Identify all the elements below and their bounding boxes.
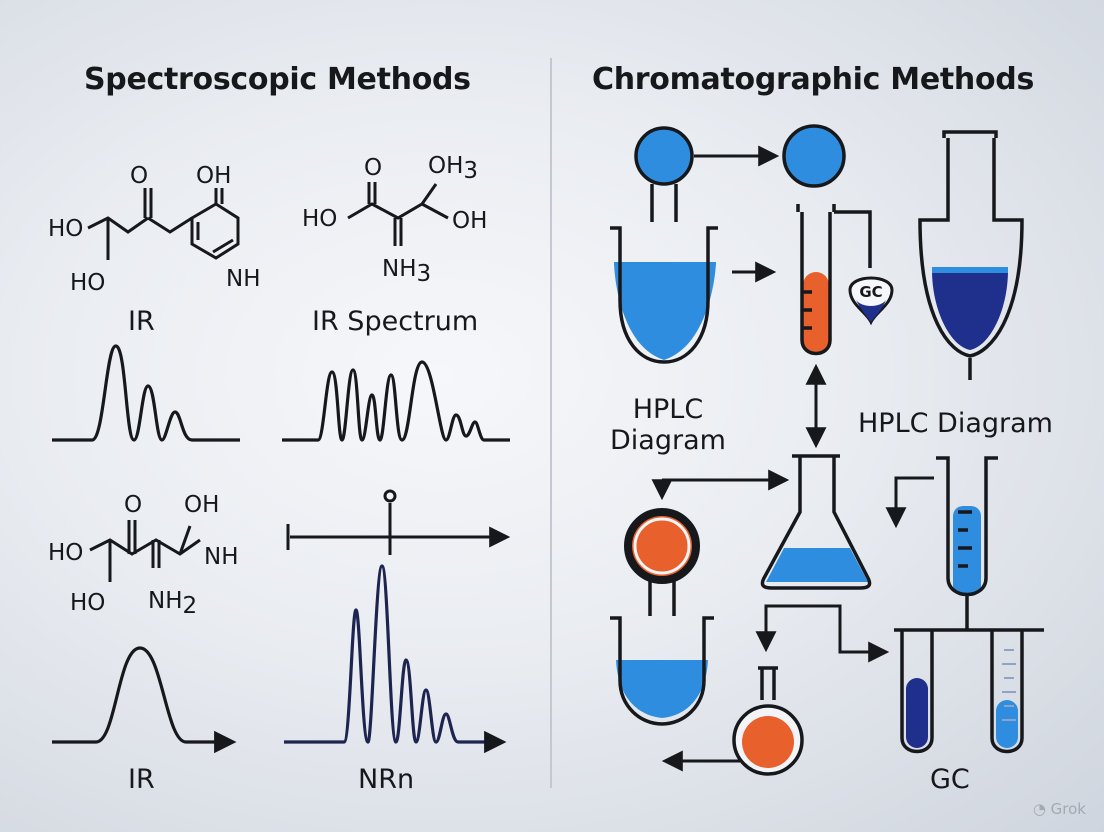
gc-badge-label: GC bbox=[859, 283, 882, 301]
blue-burette bbox=[936, 456, 998, 624]
ir-label-top: IR bbox=[128, 306, 155, 337]
blue-bulb-beaker bbox=[610, 126, 718, 364]
mol3-nh2: NH2 bbox=[148, 588, 197, 619]
panel-divider bbox=[550, 58, 552, 788]
ir-label-bottom: IR bbox=[128, 764, 155, 795]
mol3-o-top: O bbox=[124, 492, 142, 518]
small-orange-flask bbox=[732, 666, 804, 776]
mol2-nh3: NH3 bbox=[382, 256, 431, 287]
mol1-oh-top: OH bbox=[196, 163, 231, 189]
arrow-right-to-tubes bbox=[800, 604, 890, 663]
orange-bulb-beaker bbox=[610, 508, 714, 726]
mol3-nh-right: NH bbox=[204, 544, 239, 570]
mol2-oh3: OH3 bbox=[428, 153, 478, 184]
erlenmeyer-flask bbox=[760, 454, 872, 590]
twin-test-tubes bbox=[894, 624, 1044, 754]
hplc-diagram-label-right: HPLC Diagram bbox=[858, 408, 1053, 439]
ir-gaussian-plot bbox=[52, 646, 237, 754]
hplc-diagram-label-left: HPLC Diagram bbox=[610, 394, 726, 456]
mol1-ho-bot: HO bbox=[70, 270, 105, 296]
arrow-elbow-right bbox=[885, 476, 934, 529]
watermark-text: Grok bbox=[1050, 800, 1086, 818]
orange-test-tube bbox=[796, 204, 872, 356]
right-panel-title: Chromatographic Methods bbox=[592, 62, 1035, 97]
arrow-down-to-small-flask bbox=[755, 604, 800, 653]
navy-beaker bbox=[918, 130, 1024, 380]
mol2-oh-right: OH bbox=[452, 208, 487, 234]
ir-spectrum-label: IR Spectrum bbox=[312, 306, 479, 337]
molecule-3: O OH HO NH HO NH2 bbox=[48, 492, 239, 619]
mol1-ho-mid: HO bbox=[48, 216, 83, 242]
molecule-1: O OH HO HO NH bbox=[48, 163, 261, 296]
blue-bulb-2 bbox=[782, 124, 846, 188]
watermark: ◔ Grok bbox=[1033, 800, 1086, 818]
ir-spectrum-plot-2 bbox=[282, 360, 510, 442]
ir-spectrum-plot-1 bbox=[52, 344, 240, 442]
gc-badge: GC bbox=[848, 276, 894, 326]
nrn-label: NRn bbox=[358, 764, 415, 795]
mol3-ho-bot: HO bbox=[70, 590, 105, 616]
watermark-icon: ◔ bbox=[1032, 800, 1051, 818]
nmr-spectrum-plot bbox=[284, 564, 507, 754]
gc-label-bottom: GC bbox=[930, 764, 970, 795]
mol3-ho-mid: HO bbox=[48, 540, 83, 566]
molecule-2: O OH3 HO OH NH3 bbox=[302, 153, 487, 287]
mol1-o-top: O bbox=[130, 163, 148, 189]
nmr-axis bbox=[286, 489, 511, 555]
mol1-nh: NH bbox=[226, 266, 261, 292]
mol2-o-top: O bbox=[364, 155, 382, 181]
left-panel-title: Spectroscopic Methods bbox=[84, 62, 471, 97]
mol3-oh-top: OH bbox=[184, 492, 219, 518]
mol2-ho: HO bbox=[302, 206, 337, 232]
nmr-marker-label: O bbox=[400, 475, 401, 477]
